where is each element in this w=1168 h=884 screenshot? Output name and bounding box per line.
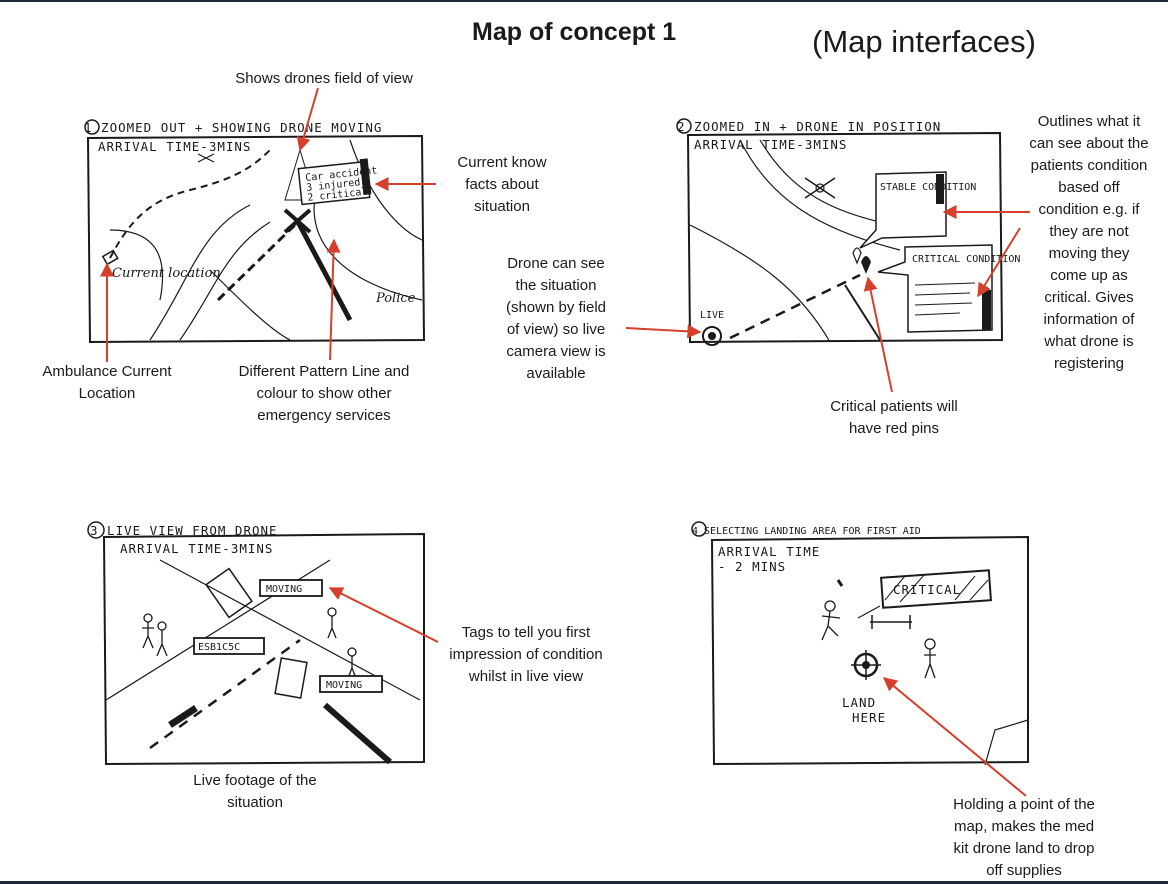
top-border: [0, 0, 1168, 2]
note-outlines: Outlines what it can see about the patie…: [1029, 113, 1149, 372]
panel-2-critical-text: CRITICAL CONDITION: [912, 254, 1020, 265]
panel-3-tag-moving-1: [259, 579, 323, 597]
panel-1-location-label: Current location: [112, 266, 221, 281]
panel-2-arrival: ARRIVAL TIME-3MINS: [694, 137, 847, 152]
page-title: Map of concept 1: [472, 18, 677, 46]
panel-2-pin-critical: [861, 256, 871, 274]
panel-4-land-label-2: HERE: [852, 710, 886, 725]
note-ambulance-location: Ambulance Current Location: [42, 363, 172, 402]
note-holding-point: Holding a point of the map, makes the me…: [953, 796, 1095, 879]
arrow-pattern-line: [326, 238, 341, 361]
panel-2-pin-stable: [852, 247, 862, 265]
panel-3-car-1: [205, 567, 253, 619]
panel-4-arrival: ARRIVAL TIME: [718, 544, 820, 559]
panel-1-ambulance-marker: [101, 249, 119, 266]
arrow-tags-live: [328, 587, 439, 643]
note-critical-pins: Critical patients will have red pins: [830, 398, 958, 437]
panel-4-people: [821, 600, 936, 679]
panel-1-frame: [86, 134, 426, 344]
arrow-drone-live: [625, 324, 702, 339]
panel-1-arrival: ARRIVAL TIME-3MINS: [98, 139, 251, 154]
arrow-critical-pins: [863, 276, 893, 393]
panel-1-zoomed-out: 1 ZOOMED OUT + SHOWING DRONE MOVING ARRI…: [84, 119, 426, 344]
panel-2-critical-bubble: [877, 244, 993, 333]
panel-4-frame: [710, 535, 1029, 766]
panel-4-critical-tag: [880, 569, 992, 609]
panel-3-tag-plate: [193, 637, 265, 655]
arrow-outlines-2: [977, 227, 1021, 298]
panel-3-tag-moving-1-text: MOVING: [266, 584, 302, 595]
panel-2-stable-text: STABLE CONDITION: [880, 182, 976, 193]
panel-1-police-route: [216, 220, 300, 302]
panel-1-heading: 1 ZOOMED OUT + SHOWING DRONE MOVING: [84, 120, 382, 135]
panel-2-live-label: LIVE: [700, 310, 724, 321]
panel-1-drone-icon: [197, 153, 215, 163]
panel-4-drone-icon: [870, 615, 912, 629]
panel-3-arrival: ARRIVAL TIME-3MINS: [120, 541, 273, 556]
panel-2-drone-icon: [804, 177, 836, 199]
panel-3-live-view: 3 LIVE VIEW FROM DRONE ARRIVAL TIME-3MIN…: [87, 521, 425, 766]
panel-4-arrival-value: - 2 MINS: [718, 559, 786, 574]
panel-3-car-2: [274, 657, 308, 699]
panel-3-tag-moving-2: [319, 675, 383, 693]
panel-3-people: [142, 607, 357, 679]
note-drone-live: Drone can see the situation (shown by fi…: [505, 255, 607, 382]
panel-2-stable-bubble: [859, 171, 947, 249]
panel-4-land-label-1: LAND: [842, 695, 876, 710]
note-current-facts: Current know facts about situation: [457, 154, 547, 215]
panel-3-tag-moving-2-text: MOVING: [326, 680, 362, 691]
panel-3-frame: [102, 532, 425, 766]
note-pattern-line: Different Pattern Line and colour to sho…: [238, 363, 410, 424]
panel-3-heading: 3 LIVE VIEW FROM DRONE: [90, 523, 278, 538]
panel-2-heading: 2 ZOOMED IN + DRONE IN POSITION: [677, 119, 941, 134]
panel-4-heading: 4 SELECTING LANDING AREA FOR FIRST AID: [692, 526, 921, 537]
panel-4-landing-area: 4 SELECTING LANDING AREA FOR FIRST AID A…: [691, 521, 1029, 766]
note-tags-live: Tags to tell you first impression of con…: [449, 624, 603, 685]
panel-2-frame: [686, 131, 1004, 344]
note-field-of-view: Shows drones field of view: [235, 70, 413, 87]
arrow-field-of-view: [296, 87, 319, 152]
annotation-arrows: [100, 87, 1030, 797]
page-subtitle: (Map interfaces): [812, 24, 1036, 59]
panel-4-critical-text: CRITICAL: [893, 582, 961, 597]
panel-1-number-circle: [84, 119, 100, 135]
panel-1-police-label: Police: [375, 291, 416, 306]
panel-1-incident-cross: [283, 208, 312, 234]
panel-2-live-button: [702, 326, 722, 346]
note-live-footage: Live footage of the situation: [193, 772, 317, 811]
panel-3-tag-plate-text: ESB1C5C: [198, 642, 240, 653]
panel-2-zoomed-in: 2 ZOOMED IN + DRONE IN POSITION ARRIVAL …: [676, 118, 1020, 346]
bottom-border: [0, 881, 1168, 884]
arrow-holding-point: [882, 677, 1027, 797]
